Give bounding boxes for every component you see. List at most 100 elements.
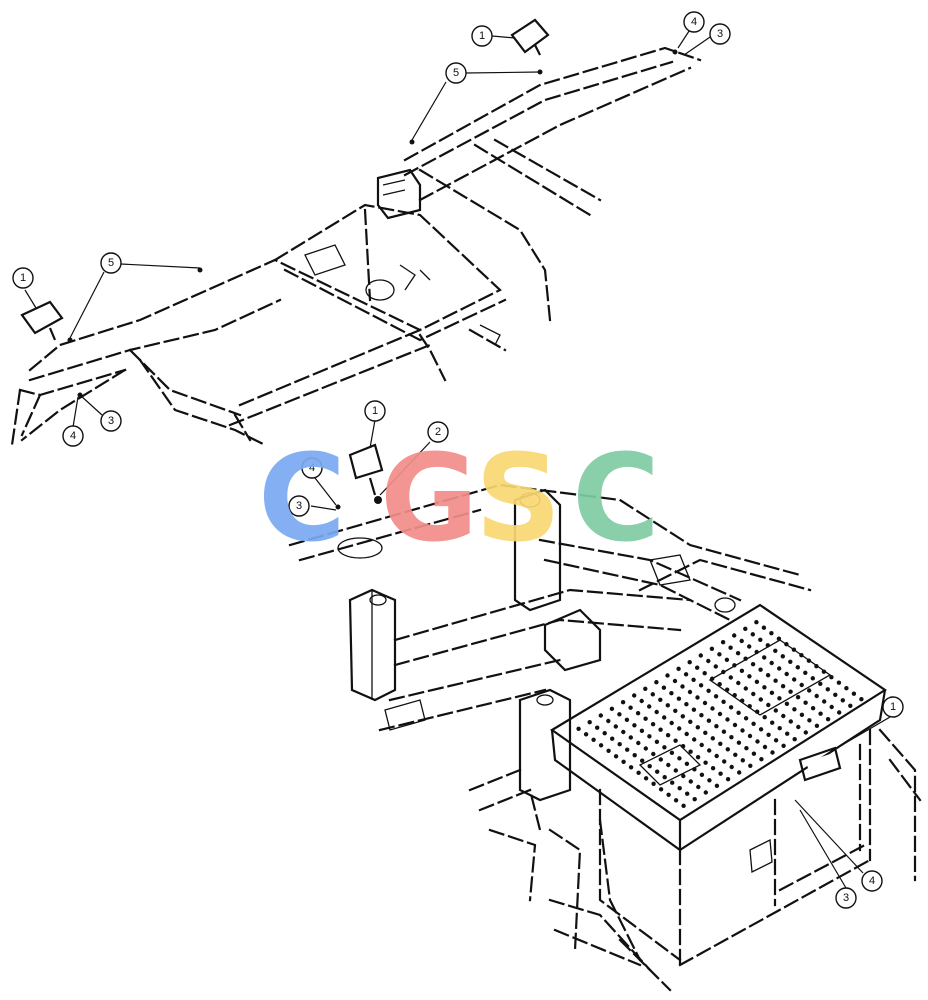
perforation-hole bbox=[709, 646, 715, 651]
perforation-hole bbox=[666, 762, 671, 768]
perforation-hole bbox=[788, 719, 793, 724]
perforation-hole bbox=[624, 717, 630, 722]
callout-middle-washer: 3 bbox=[288, 495, 310, 517]
perforation-hole bbox=[780, 684, 786, 689]
perforation-hole bbox=[740, 758, 745, 763]
perforation-hole bbox=[747, 704, 752, 709]
perforation-hole bbox=[620, 700, 626, 705]
perforation-hole bbox=[769, 631, 774, 636]
perforation-hole bbox=[773, 708, 778, 713]
perforation-hole bbox=[651, 781, 656, 786]
callout-middle-wire: 2 bbox=[427, 421, 449, 443]
perforation-hole bbox=[714, 783, 720, 788]
perforation-hole bbox=[732, 633, 737, 638]
watermark-letter-4: C bbox=[572, 430, 660, 569]
perforation-hole bbox=[703, 790, 708, 795]
perforation-hole bbox=[732, 663, 737, 668]
perforation-hole bbox=[758, 637, 763, 642]
perforation-hole bbox=[702, 671, 707, 676]
perforation-hole bbox=[680, 714, 685, 719]
perforation-hole bbox=[844, 686, 849, 691]
perforation-hole bbox=[780, 654, 785, 659]
perforation-hole bbox=[810, 676, 815, 681]
callout-right-nut: 4 bbox=[861, 870, 883, 892]
perforation-hole bbox=[654, 709, 659, 715]
perforation-hole bbox=[773, 648, 778, 653]
perforation-hole bbox=[698, 653, 703, 658]
perforation-hole bbox=[792, 677, 797, 682]
perforation-hole bbox=[751, 691, 756, 697]
perforation-hole bbox=[807, 718, 812, 723]
perforation-hole bbox=[851, 691, 857, 696]
perforation-hole bbox=[803, 700, 808, 705]
perforation-hole bbox=[743, 716, 749, 721]
perforation-hole bbox=[658, 727, 663, 732]
perforation-hole bbox=[707, 778, 712, 783]
perforation-hole bbox=[728, 645, 733, 650]
perforation-hole bbox=[721, 729, 727, 734]
perforation-hole bbox=[729, 735, 734, 740]
callout-middle-light: 1 bbox=[364, 400, 386, 422]
grille-perforations bbox=[576, 620, 864, 808]
work-light-right bbox=[798, 746, 842, 782]
perforation-hole bbox=[777, 666, 782, 671]
perforation-hole bbox=[722, 759, 727, 764]
perforation-hole bbox=[755, 709, 760, 714]
perforation-hole bbox=[665, 733, 671, 738]
perforation-hole bbox=[773, 738, 779, 743]
svg-text:3: 3 bbox=[843, 892, 849, 904]
perforation-hole bbox=[751, 751, 757, 756]
perforation-hole bbox=[692, 737, 697, 742]
perforation-hole bbox=[747, 733, 753, 739]
perforated-box bbox=[549, 603, 922, 967]
svg-text:4: 4 bbox=[309, 462, 315, 474]
perforation-hole bbox=[684, 761, 690, 766]
perforation-hole bbox=[807, 688, 812, 693]
perforation-hole bbox=[695, 665, 700, 670]
perforation-hole bbox=[672, 678, 678, 684]
perforation-hole bbox=[829, 675, 834, 680]
perforation-hole bbox=[777, 696, 782, 701]
perforation-hole bbox=[710, 706, 715, 711]
perforation-hole bbox=[692, 767, 697, 772]
perforation-hole bbox=[698, 683, 704, 688]
perforation-hole bbox=[714, 724, 719, 729]
callout-right-washer: 3 bbox=[835, 887, 857, 909]
svg-text:5: 5 bbox=[108, 257, 114, 269]
perforation-hole bbox=[736, 710, 741, 715]
perforation-hole bbox=[688, 719, 693, 724]
perforation-hole bbox=[643, 776, 649, 781]
work-light-left bbox=[20, 300, 64, 341]
perforation-hole bbox=[591, 737, 596, 742]
perforation-hole bbox=[814, 664, 819, 669]
perforation-hole bbox=[803, 670, 808, 675]
perforation-hole bbox=[639, 698, 644, 704]
perforation-hole bbox=[762, 744, 768, 750]
perforation-hole bbox=[795, 665, 800, 670]
perforation-hole bbox=[676, 666, 681, 671]
perforation-hole bbox=[762, 655, 767, 660]
perforation-hole bbox=[695, 725, 700, 730]
perforation-hole bbox=[617, 742, 622, 747]
perforation-hole bbox=[691, 707, 697, 712]
perforation-hole bbox=[747, 644, 752, 649]
perforation-hole bbox=[751, 721, 756, 726]
perforation-hole bbox=[595, 725, 600, 730]
perforation-hole bbox=[687, 660, 692, 665]
perforation-hole bbox=[621, 759, 626, 764]
perforation-hole bbox=[598, 743, 604, 748]
perforation-hole bbox=[750, 632, 755, 637]
perforation-hole bbox=[718, 771, 723, 776]
perforation-hole bbox=[765, 673, 771, 678]
leader-lines bbox=[24, 24, 891, 889]
perforation-hole bbox=[713, 664, 718, 669]
perforation-hole bbox=[669, 691, 674, 696]
fastener-marks bbox=[67, 49, 678, 510]
perforation-hole bbox=[688, 779, 693, 784]
perforation-hole bbox=[761, 625, 767, 630]
svg-text:4: 4 bbox=[691, 16, 697, 28]
perforation-hole bbox=[720, 640, 726, 645]
perforation-hole bbox=[676, 696, 682, 701]
svg-text:1: 1 bbox=[372, 405, 378, 417]
